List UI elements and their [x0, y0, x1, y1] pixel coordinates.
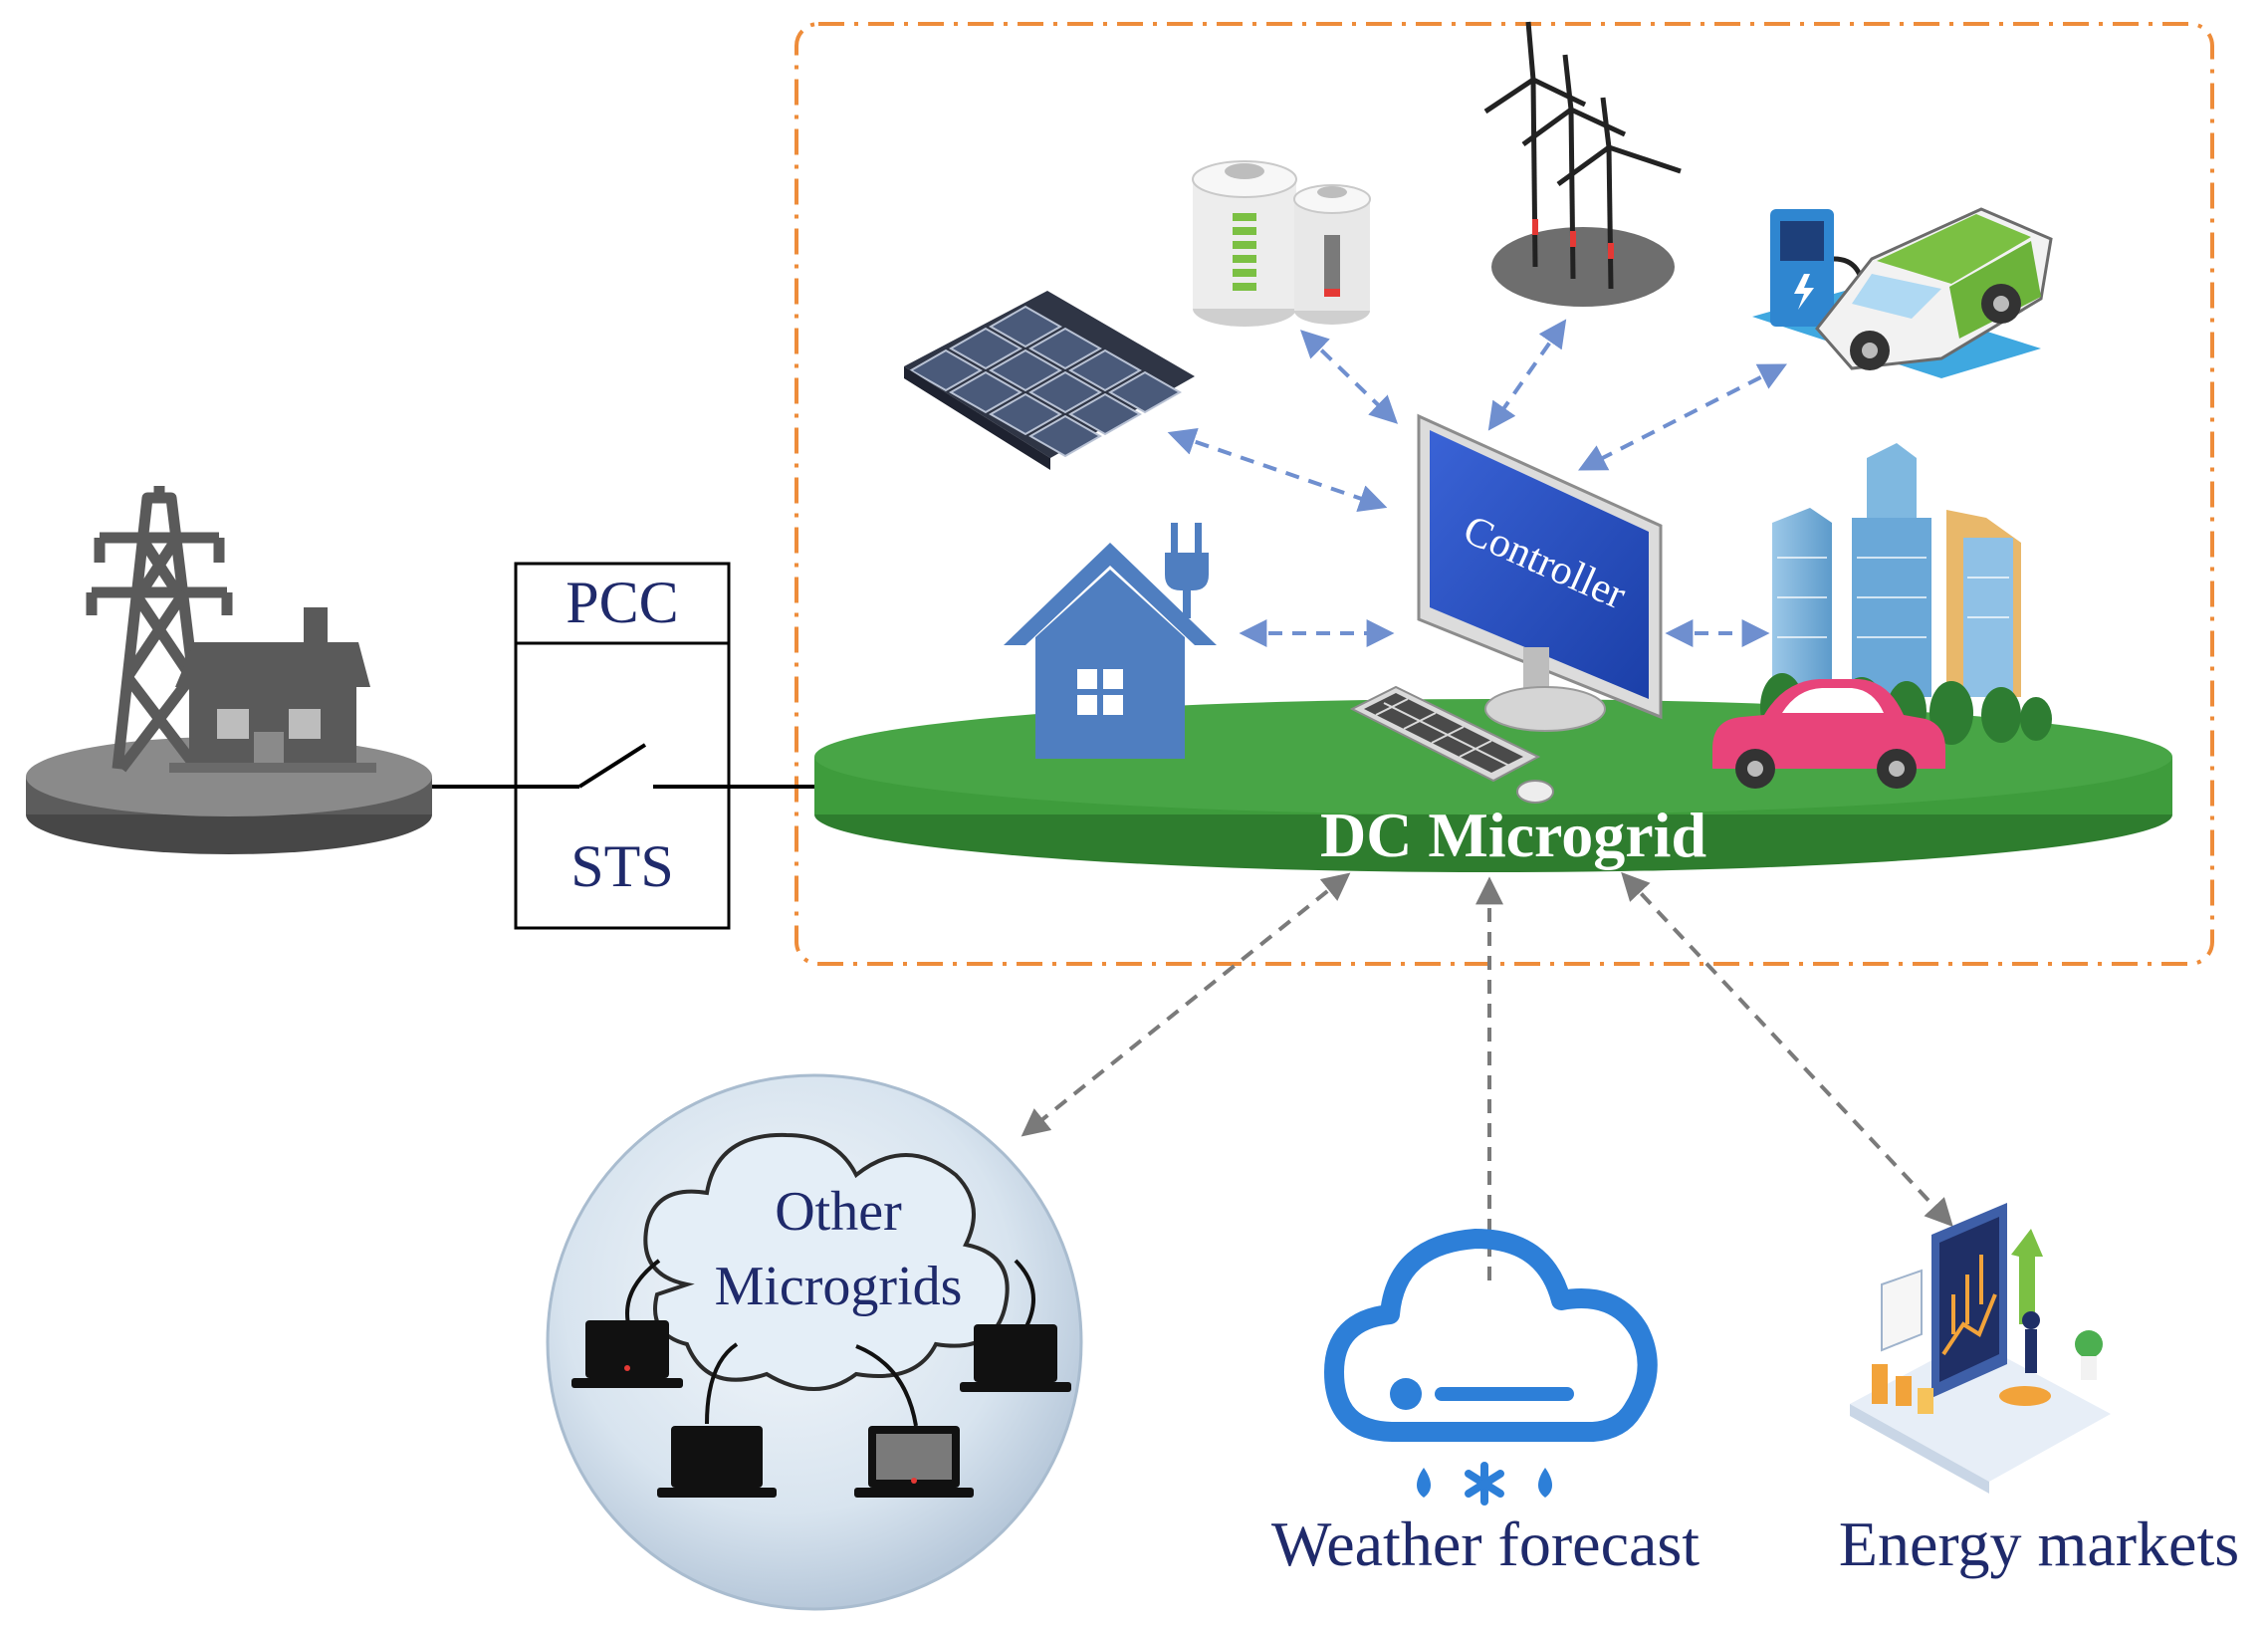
monitor-icon: Controller — [1417, 413, 1663, 732]
pcc-sts-frame — [514, 562, 731, 930]
switch-icon — [516, 743, 729, 789]
utility-grid — [26, 486, 432, 854]
buildings-icon — [1760, 443, 2052, 745]
arrow-ev-controller — [1578, 363, 1787, 471]
arrow-battery-controller — [1299, 330, 1399, 424]
house-icon — [169, 607, 376, 773]
arrow-microgrid-others — [1021, 872, 1351, 1137]
wind-turbine-icon — [1483, 21, 1682, 307]
smart-home-icon — [1004, 523, 1217, 759]
solar-panel-icon — [904, 291, 1195, 470]
cloud-icon — [643, 1132, 1010, 1391]
other-microgrids-line2: Microgrids — [715, 1256, 963, 1317]
pcc-label: PCC — [566, 570, 678, 635]
microgrid-boundary — [794, 22, 2214, 966]
market-dashboard-icon — [1850, 1203, 2111, 1494]
transmission-tower-icon — [86, 486, 233, 773]
car-icon — [1815, 207, 2053, 370]
laptop-icon — [960, 1324, 1071, 1392]
laptop-icon — [854, 1426, 974, 1498]
battery-icon — [1192, 160, 1371, 327]
laptop-icon — [571, 1320, 683, 1388]
other-microgrids-line1: Other — [775, 1181, 902, 1243]
arrow-microgrid-markets — [1621, 871, 1953, 1228]
sts-label: STS — [570, 833, 673, 899]
mouse-icon — [1516, 780, 1554, 804]
laptop-icon — [657, 1426, 777, 1498]
other-microgrids-group: Other Microgrids — [546, 1073, 1083, 1611]
weather-label: Weather forecast — [1271, 1509, 1700, 1579]
car-icon — [1712, 679, 1945, 789]
pcc-sts-box: PCC STS — [432, 562, 818, 930]
weather-cloud-icon — [1324, 1229, 1658, 1506]
arrow-solar-controller — [1167, 428, 1388, 512]
markets-label: Energy markets — [1839, 1509, 2239, 1579]
arrow-wind-controller — [1487, 319, 1567, 431]
keyboard-icon — [1349, 685, 1541, 783]
microgrid-label: DC Microgrid — [1320, 800, 1706, 870]
